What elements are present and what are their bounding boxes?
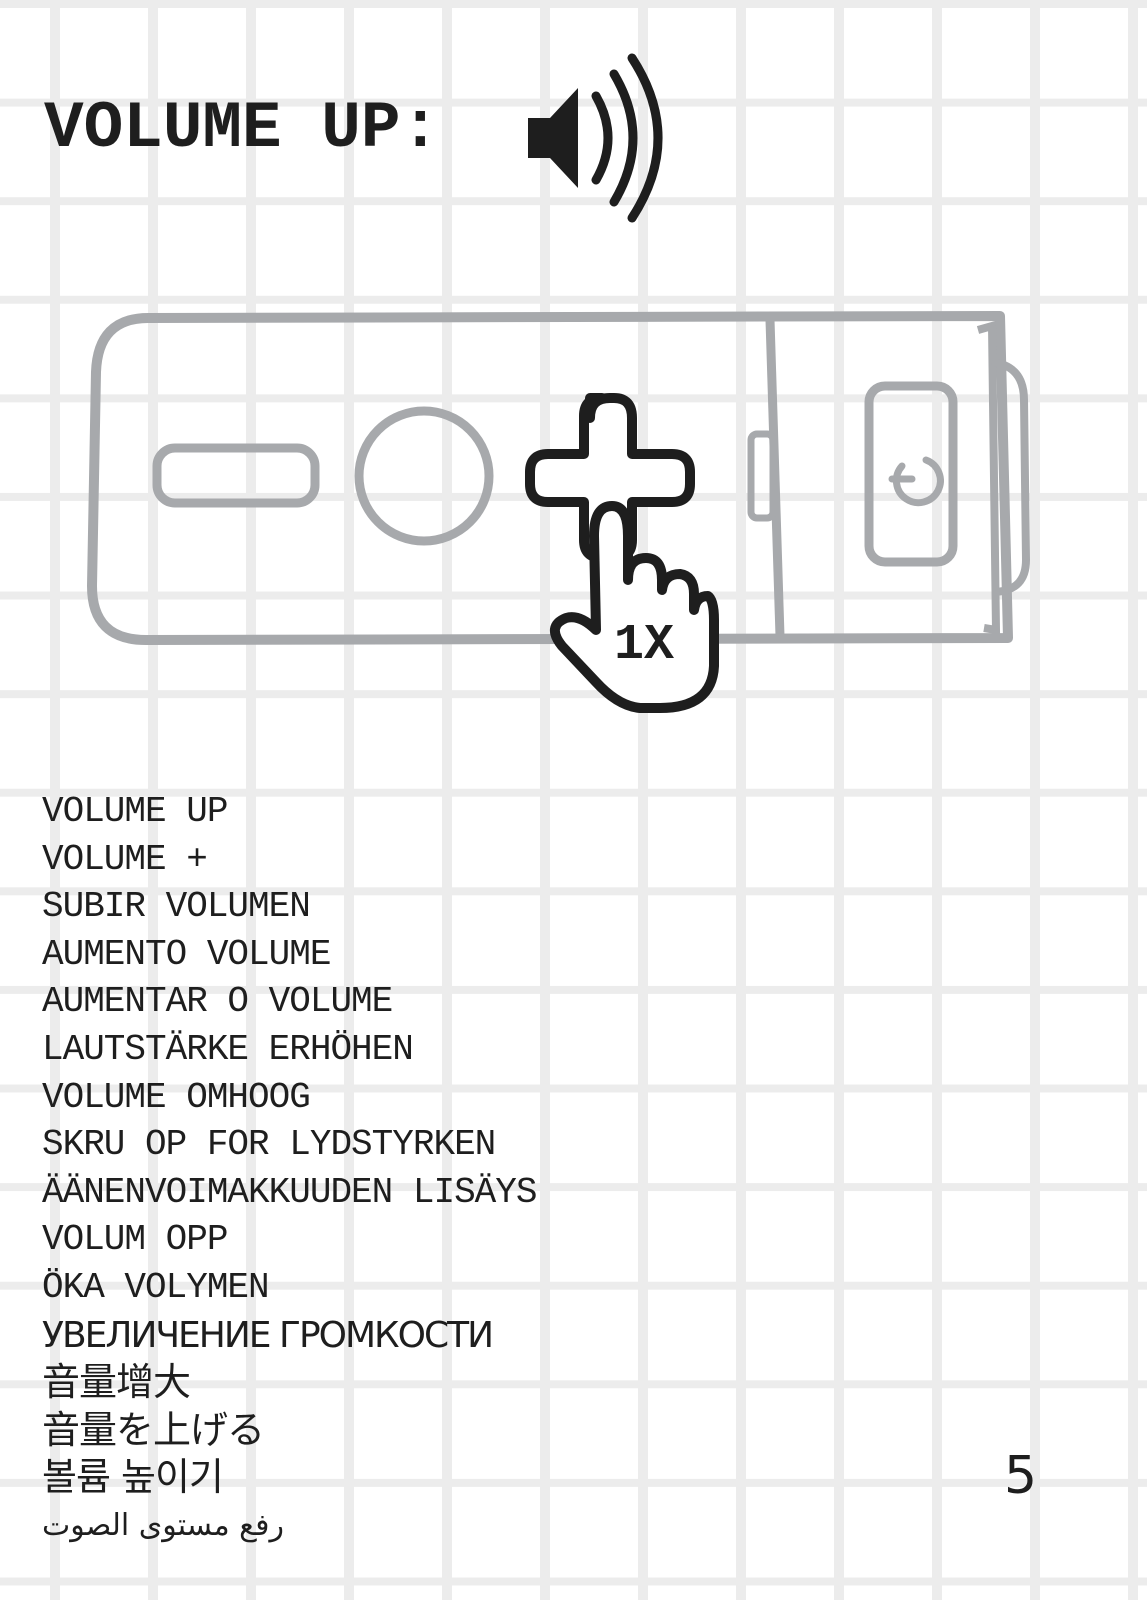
translation-ar: رفع مستوى الصوت [42,1507,285,1543]
center-button-icon [354,406,494,546]
translation-en: VOLUME UP [42,791,228,832]
translation-list: VOLUME UP VOLUME + SUBIR VOLUMEN AUMENTO… [42,788,537,1550]
press-count-label: 1X [614,617,674,674]
translation-fr: VOLUME + [42,838,208,880]
page-title-row: VOLUME UP: [44,96,440,162]
minus-button-icon [152,443,320,508]
translation-ja: 音量を上げる [42,1407,265,1452]
device-side-tab [747,430,777,522]
translation-it: AUMENTO VOLUME [42,933,331,975]
translation-es: SUBIR VOLUMEN [42,886,311,928]
device-body [87,311,1013,645]
translation-sv: ÖKA VOLYMEN [42,1266,270,1308]
page-number: 5 [1004,1446,1038,1506]
power-icon [888,456,944,507]
translation-pt: AUMENTAR O VOLUME [42,981,393,1023]
page-title: VOLUME UP: [44,91,441,166]
speaker-device-illustration: 1X [87,311,1031,713]
volume-up-icon [528,53,663,223]
translation-no: VOLUM OPP [42,1219,228,1261]
translation-ko: 볼륨 높이기 [42,1455,224,1500]
translation-fi: ÄÄNENVOIMAKKUUDEN LISÄYS [42,1171,537,1213]
translation-zh: 音量增大 [42,1360,191,1405]
translation-da: SKRU OP FOR LYDSTYRKEN [42,1124,496,1166]
translation-ru: УВЕЛИЧЕНИЕ ГРОМКОСТИ [42,1314,494,1356]
pointing-hand-icon [550,501,719,713]
power-switch [864,381,958,567]
translation-de: LAUTSTÄRKE ERHÖHEN [42,1028,414,1070]
translation-nl: VOLUME OMHOOG [42,1076,311,1118]
